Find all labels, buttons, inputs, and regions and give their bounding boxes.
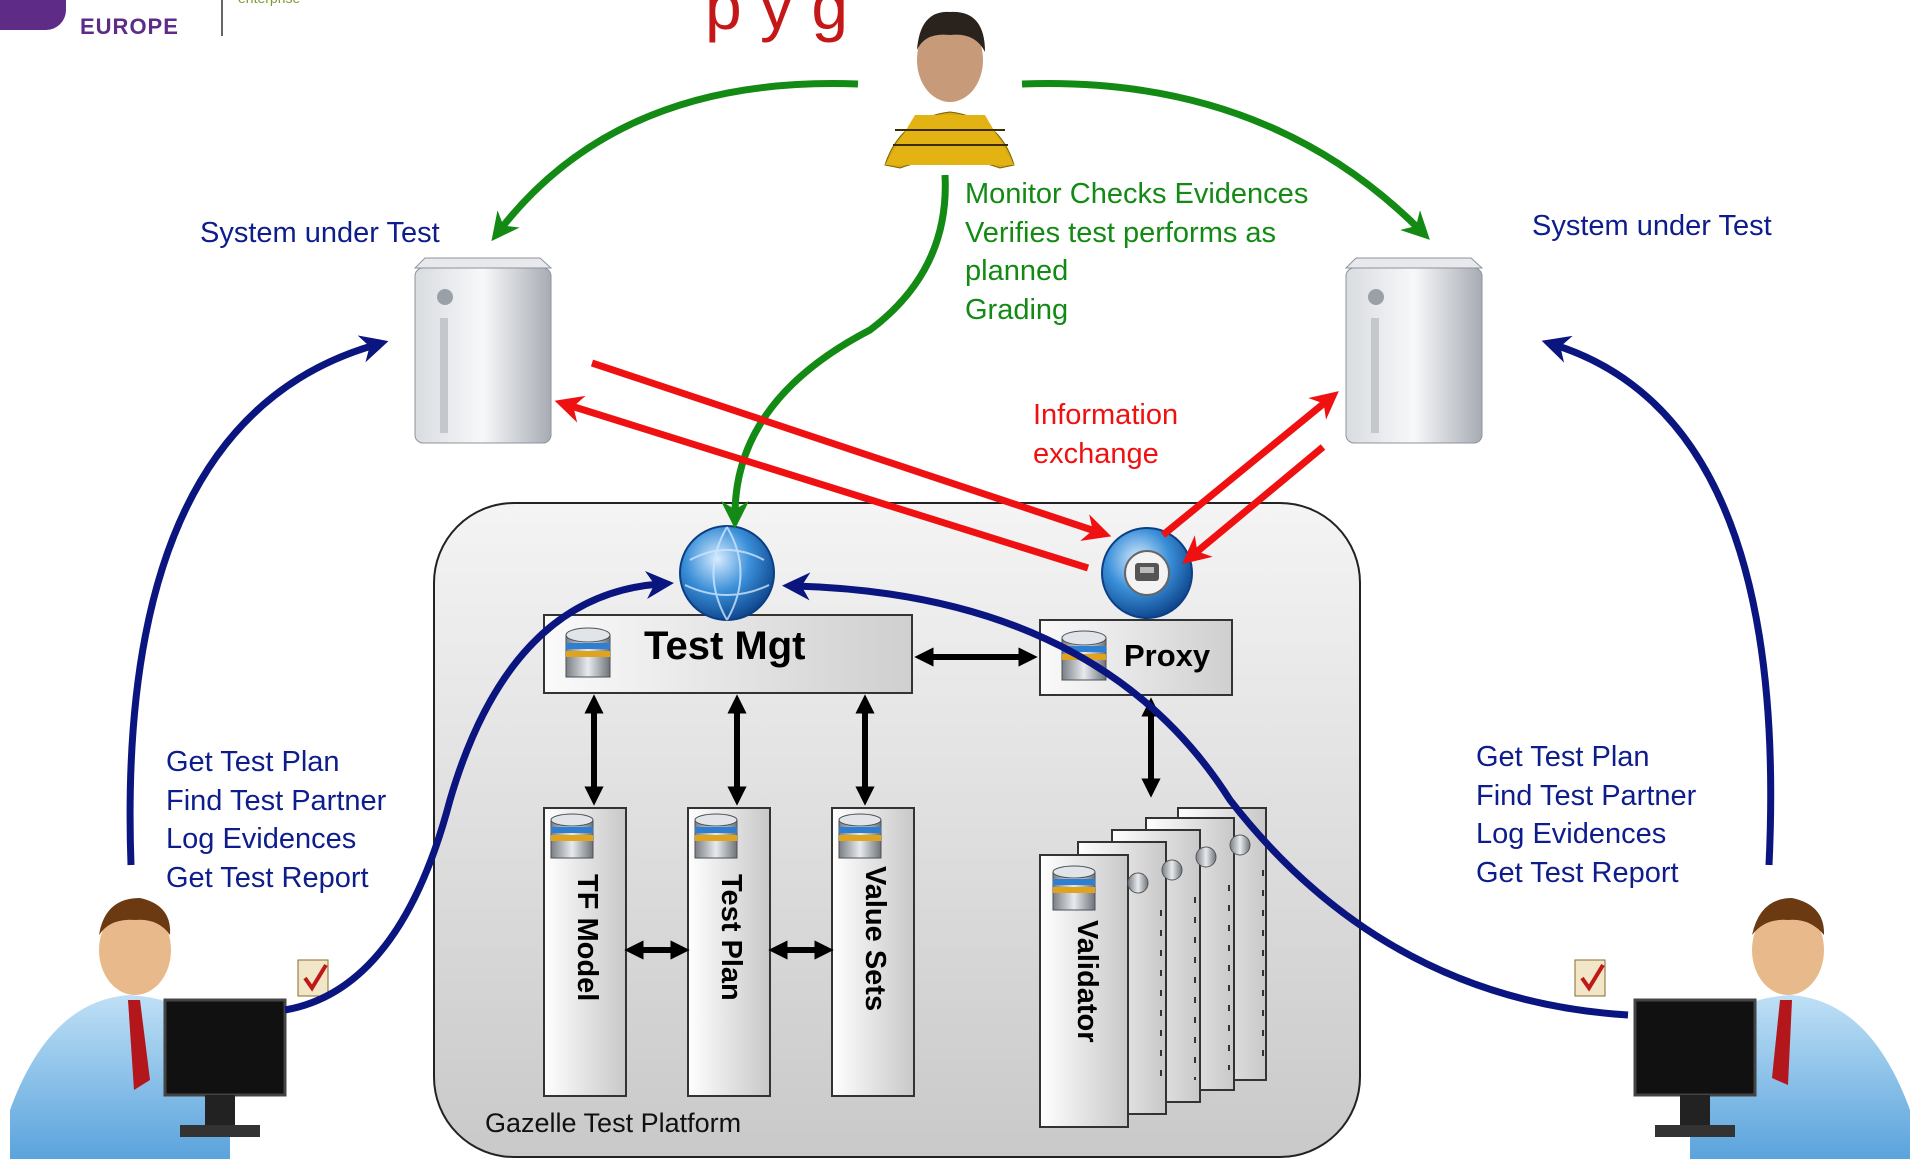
task-line: Find Test Partner [166,784,387,817]
server-left-icon [413,257,553,444]
monitor-text-line: Grading [965,293,1069,326]
monitor-text-line: Verifies test performs as [965,216,1277,249]
logo-mark [0,0,66,30]
info-exchange-label: Information exchange [1033,396,1178,473]
database-icon [550,813,594,859]
left-user-tasks: Get Test Plan Find Test Partner Log Evid… [166,743,386,897]
task-line: Get Test Report [1476,856,1679,889]
logo-tagline-fragment: enterprise [238,0,300,6]
proxy-globe-icon [1101,527,1193,619]
logo-divider [221,0,223,36]
task-line: Get Test Plan [1476,741,1650,773]
right-user-tasks: Get Test Plan Find Test Partner Log Evid… [1476,738,1696,892]
page-title: p y g [705,0,849,43]
monitor-text-line: Monitor Checks Evidences [965,178,1309,210]
database-icon [694,813,738,859]
proxy-label: Proxy [1124,638,1211,673]
sut-right-label: System under Test [1532,210,1772,242]
logo-wordmark: EUROPE [80,14,179,39]
ihe-europe-logo: EUROPE enterprise [0,0,360,45]
monitor-text-line: planned [965,255,1069,287]
platform-label: Gazelle Test Platform [485,1108,742,1138]
tf-model-label: TF Model [571,874,603,1002]
server-right-icon [1344,257,1484,444]
validator-stack [1039,807,1267,1128]
right-user-icon [1574,898,1910,1159]
info-exchange-line: exchange [1033,437,1159,470]
sut-left-label: System under Test [200,217,440,249]
monitor-person-icon [884,11,1015,169]
database-icon [565,627,611,678]
validator-label: Validator [1071,920,1103,1043]
internal-connectors [584,647,1161,960]
left-user-icon [10,898,329,1159]
test-mgt-globe-icon [679,525,775,621]
task-line: Log Evidences [1476,818,1667,850]
user-arrows [126,335,1775,1019]
monitor-text-block: Monitor Checks Evidences Verifies test p… [965,175,1308,329]
database-icon [1052,865,1096,911]
information-exchange-arrows [554,359,1339,572]
value-sets-label: Value Sets [859,866,891,1012]
task-line: Get Test Plan [166,746,340,778]
info-exchange-line: Information [1033,399,1179,431]
task-line: Log Evidences [166,823,357,855]
test-mgt-label: Test Mgt [644,624,806,668]
task-line: Find Test Partner [1476,779,1697,812]
test-plan-label: Test Plan [715,874,747,1001]
task-line: Get Test Report [166,861,369,894]
monitor-arrows [491,80,1430,529]
database-icon [838,813,882,859]
